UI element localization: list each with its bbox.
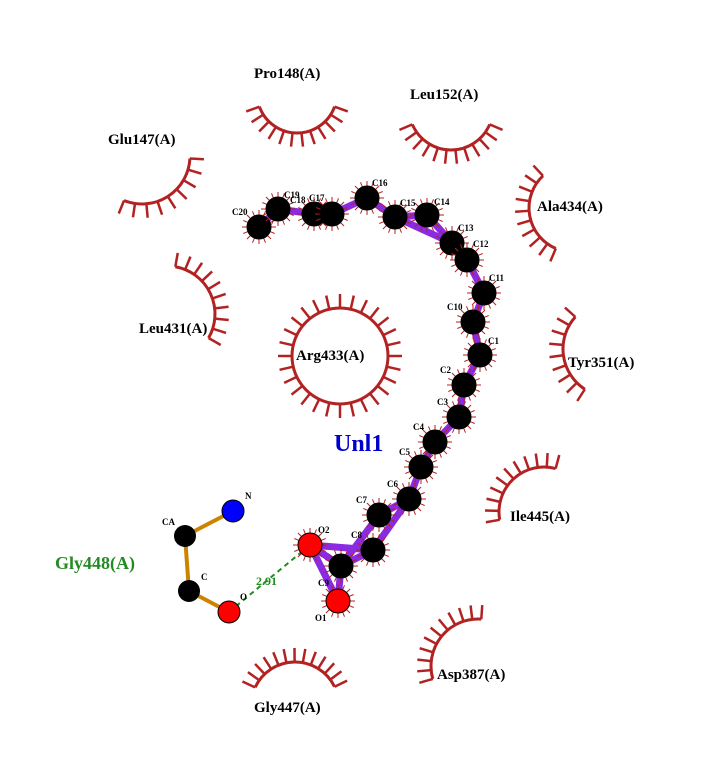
atom-label-n: N (245, 491, 252, 501)
atom-c (178, 580, 200, 602)
atom-label-c10: C10 (447, 302, 463, 312)
atom-label-c18: C18 (290, 195, 306, 205)
hydrophobic-arc-ile445 (484, 453, 561, 524)
hbond-residue-name: Gly448(A) (55, 553, 135, 574)
residue-label-tyr351: Tyr351(A) (568, 355, 634, 371)
ligand-name: Unl1 (334, 431, 383, 457)
residue-label-ile445: Ile445(A) (510, 509, 570, 525)
atom-c6 (392, 482, 426, 516)
residue-label-glu147: Glu147(A) (108, 132, 176, 148)
atom-c3 (442, 400, 476, 434)
residue-label-leu431: Leu431(A) (139, 321, 207, 337)
atom-c14 (410, 198, 444, 232)
atom-c19 (261, 192, 295, 226)
atom-c8 (356, 533, 390, 567)
atom-label-c5: C5 (399, 447, 410, 457)
atom-label-c19: C19 (284, 190, 300, 200)
atom-label-c: C (201, 572, 208, 582)
atom-label-c8: C8 (351, 530, 362, 540)
atom-label-c7: C7 (356, 495, 367, 505)
atom-c4 (418, 425, 452, 459)
atom-label-c4: C4 (413, 422, 424, 432)
atom-label-c16: C16 (372, 178, 388, 188)
atom-c15 (378, 200, 412, 234)
residue-labels: Pro148(A) Leu152(A) Glu147(A) Ala434(A) … (108, 66, 634, 716)
hydrophobic-arc-ala434 (515, 164, 557, 262)
hydrophobic-arc-asp387 (417, 605, 484, 685)
gly448-atoms: CA N C O (162, 491, 252, 624)
atom-label-c11: C11 (489, 273, 505, 283)
atom-label-c3: C3 (437, 397, 448, 407)
atom-o1 (321, 584, 355, 618)
atom-o (217, 600, 241, 624)
residue-label-pro148: Pro148(A) (254, 66, 320, 82)
ligand-atom-labels: C20 C19 C18 C17 C16 C15 C14 C13 C12 C11 … (232, 178, 505, 623)
hydrophobic-arc-pro148 (245, 105, 349, 147)
residue-label-leu152: Leu152(A) (410, 87, 478, 103)
residue-label-arg433: Arg433(A) (296, 348, 364, 364)
atom-ca (174, 525, 196, 547)
residue-label-gly447: Gly447(A) (254, 700, 321, 716)
hydrophobic-arc-tyr351 (549, 306, 586, 402)
hydrophobic-arc-leu152 (398, 123, 504, 164)
atom-label-c9: C9 (318, 578, 329, 588)
atom-c2 (447, 368, 481, 402)
atom-c7 (362, 498, 396, 532)
atom-c10 (456, 305, 490, 339)
atom-label-c12: C12 (473, 239, 489, 249)
atom-label-c20: C20 (232, 207, 248, 217)
hbond-distance: 2.91 (256, 574, 277, 588)
atom-c12 (450, 243, 484, 277)
atom-c13 (435, 226, 469, 260)
atom-label-o: O (240, 592, 247, 602)
atom-c17 (315, 197, 349, 231)
atom-o2 (293, 528, 327, 562)
atom-label-c13: C13 (458, 223, 474, 233)
atom-c9 (324, 549, 358, 583)
atom-label-o2: O2 (318, 525, 330, 535)
ligand-atoms (242, 181, 501, 618)
atom-label-c17: C17 (309, 193, 325, 203)
atom-c20 (242, 210, 276, 244)
hydrophobic-arc-arg433 (278, 294, 402, 418)
atom-c1 (463, 338, 497, 372)
hydrophobic-arc-gly447 (241, 647, 348, 689)
atom-c11 (467, 276, 501, 310)
residue-label-ala434: Ala434(A) (537, 199, 603, 215)
atom-label-ca: CA (162, 517, 175, 527)
atom-n (221, 499, 245, 523)
atom-label-c1: C1 (488, 336, 499, 346)
residue-label-asp387: Asp387(A) (437, 667, 505, 683)
hydrophobic-arcs (117, 105, 586, 689)
atom-label-c2: C2 (440, 365, 451, 375)
atom-c16 (350, 181, 384, 215)
hydrophobic-arc-leu431 (174, 252, 229, 347)
atom-label-o1: O1 (315, 613, 327, 623)
atom-label-c6: C6 (387, 479, 398, 489)
atom-c18 (297, 197, 331, 231)
atom-label-c15: C15 (400, 198, 416, 208)
atom-c5 (404, 450, 438, 484)
hydrophobic-arc-glu147 (117, 157, 204, 218)
atom-label-c14: C14 (434, 197, 450, 207)
